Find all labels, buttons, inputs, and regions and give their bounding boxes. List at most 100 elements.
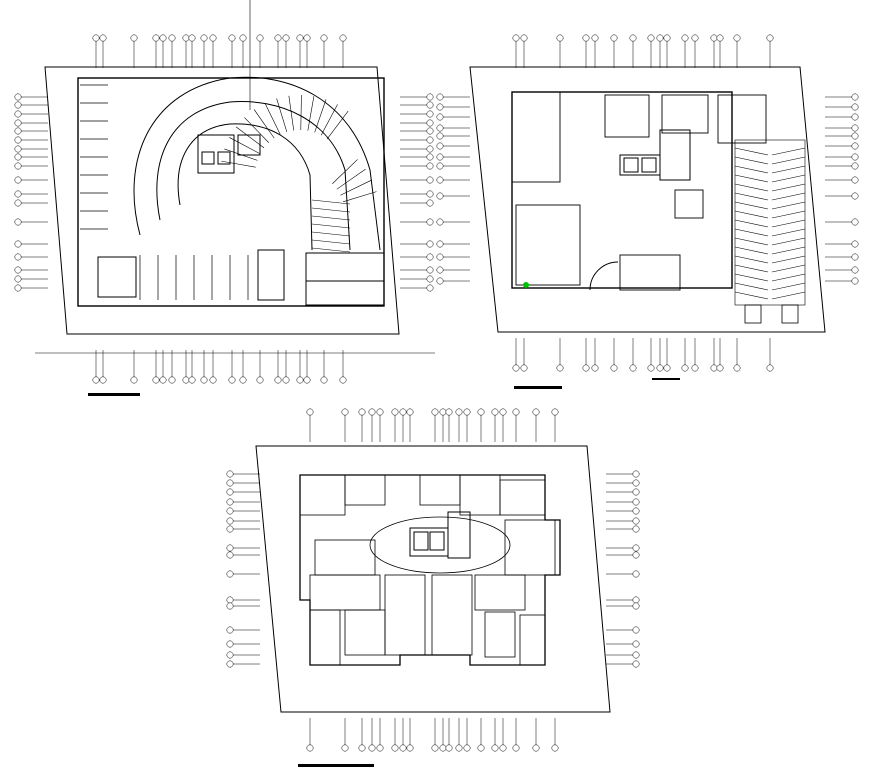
ramp-arrow-right bbox=[781, 304, 799, 324]
grid-bubble bbox=[632, 551, 640, 559]
ramp-arrow-left bbox=[744, 304, 762, 324]
grid-bubble bbox=[182, 34, 190, 42]
grid-bubble bbox=[14, 266, 22, 274]
grid-bubble bbox=[320, 376, 328, 384]
ramp-tick bbox=[332, 159, 358, 184]
grid-bubble bbox=[691, 364, 699, 372]
grid-bubble bbox=[591, 34, 599, 42]
grid-lines bbox=[14, 34, 434, 384]
grid-bubble bbox=[14, 240, 22, 248]
grid-bubble bbox=[358, 408, 366, 416]
ramp-tick bbox=[311, 207, 351, 213]
ramp-tick bbox=[771, 228, 806, 237]
grid-bubble bbox=[239, 376, 247, 384]
grid-bubble bbox=[426, 190, 434, 198]
ramp-tick bbox=[288, 95, 295, 131]
ramp-tick bbox=[734, 174, 769, 183]
ramp-tick bbox=[229, 137, 261, 155]
grid-bubble bbox=[716, 34, 724, 42]
ramp-tick bbox=[771, 174, 806, 183]
ramp-tick bbox=[734, 228, 769, 237]
ramp-tick bbox=[311, 239, 351, 245]
grid-bubble bbox=[426, 266, 434, 274]
grid-bubble bbox=[436, 240, 444, 248]
grid-bubble bbox=[306, 408, 314, 416]
grid-bubble bbox=[520, 364, 528, 372]
ramp-tick bbox=[311, 199, 351, 205]
room bbox=[499, 479, 546, 516]
grid-bubble bbox=[14, 284, 22, 292]
grid-bubble bbox=[406, 744, 414, 752]
grid-bubble bbox=[14, 253, 22, 261]
grid-bubble bbox=[226, 660, 234, 668]
grid-bubble bbox=[647, 364, 655, 372]
ramp-tick bbox=[771, 264, 806, 273]
grid-bubble bbox=[426, 218, 434, 226]
core-lifts bbox=[197, 134, 261, 174]
grid-bubble bbox=[368, 408, 376, 416]
room bbox=[314, 539, 376, 576]
ramp-tick bbox=[311, 223, 351, 229]
grid-bubble bbox=[426, 93, 434, 101]
grid-bubble bbox=[391, 408, 399, 416]
grid-bubble bbox=[710, 34, 718, 42]
grid-bubble bbox=[436, 266, 444, 274]
grid-bubble bbox=[303, 34, 311, 42]
grid-bubble bbox=[226, 570, 234, 578]
grid-bubble bbox=[226, 525, 234, 533]
grid-bubble bbox=[341, 744, 349, 752]
grid-bubble bbox=[226, 498, 234, 506]
room bbox=[504, 519, 556, 576]
grid-bubble bbox=[663, 364, 671, 372]
grid-bubble bbox=[226, 602, 234, 610]
ramp-tick bbox=[221, 160, 256, 168]
grid-bubble bbox=[130, 34, 138, 42]
ramp-tick bbox=[734, 273, 769, 282]
grid-bubble bbox=[491, 408, 499, 416]
ramp-tick bbox=[311, 215, 351, 221]
grid-bubble bbox=[209, 34, 217, 42]
marker-point bbox=[523, 282, 529, 288]
grid-bubble bbox=[851, 176, 859, 184]
grid-bubble bbox=[477, 408, 485, 416]
ramp-tick bbox=[771, 201, 806, 210]
grid-bubble bbox=[256, 34, 264, 42]
grid-bubble bbox=[851, 266, 859, 274]
grid-bubble bbox=[92, 34, 100, 42]
grid-bubble bbox=[439, 744, 447, 752]
grid-bubble bbox=[426, 145, 434, 153]
plan-title-bar bbox=[652, 378, 680, 380]
grid-bubble bbox=[14, 218, 22, 226]
grid-bubble bbox=[733, 364, 741, 372]
grid-bubble bbox=[436, 113, 444, 121]
ramp-tick bbox=[771, 147, 806, 156]
grid-bubble bbox=[512, 408, 520, 416]
grid-bubble bbox=[851, 218, 859, 226]
grid-bubble bbox=[691, 34, 699, 42]
grid-bubble bbox=[851, 162, 859, 170]
grid-bubble bbox=[226, 551, 234, 559]
grid-bubble bbox=[426, 136, 434, 144]
grid-bubble bbox=[426, 110, 434, 118]
grid-bubble bbox=[200, 34, 208, 42]
grid-bubble bbox=[710, 364, 718, 372]
grid-bubble bbox=[391, 744, 399, 752]
grid-bubble bbox=[551, 744, 559, 752]
service-rooms bbox=[97, 249, 385, 306]
room bbox=[309, 574, 381, 611]
grid-bubble bbox=[426, 284, 434, 292]
grid-bubble bbox=[14, 162, 22, 170]
core-lifts bbox=[409, 511, 471, 559]
grid-bubble bbox=[512, 364, 520, 372]
ramp-tick bbox=[771, 156, 806, 165]
ramp-tick bbox=[734, 210, 769, 219]
room bbox=[484, 611, 516, 658]
grid-bubble bbox=[92, 376, 100, 384]
grid-bubble bbox=[14, 101, 22, 109]
ramp-tick bbox=[771, 183, 806, 192]
grid-bubble bbox=[632, 651, 640, 659]
grid-bubble bbox=[851, 93, 859, 101]
grid-bubble bbox=[851, 253, 859, 261]
ground-floor-plan bbox=[436, 34, 859, 389]
grid-bubble bbox=[632, 544, 640, 552]
